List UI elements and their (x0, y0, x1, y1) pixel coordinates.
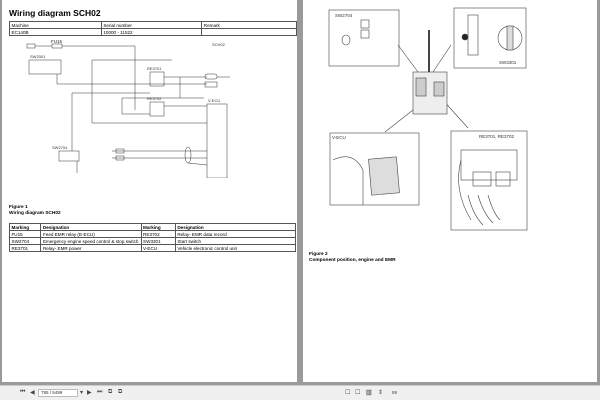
header-serial: Serial number (100, 21, 203, 29)
header: Designation (174, 223, 297, 231)
zoom-level[interactable]: 89 (392, 390, 398, 395)
label-re3701: RE3701 (147, 66, 162, 71)
header: Marking (8, 223, 42, 231)
last-page-icon[interactable]: ⏭ (97, 389, 103, 395)
cell-machine: EC140B (9, 28, 102, 36)
header-machine: Machine (9, 21, 102, 29)
label-fu15: FU15 (51, 39, 63, 44)
sheet-label: SCH02 (212, 42, 226, 47)
fit-width-icon[interactable]: ⇕ (378, 390, 384, 396)
header: Designation (40, 223, 142, 231)
cell: RE3701 (8, 244, 42, 252)
figure-number: Figure 2 (309, 252, 328, 257)
callout-sw2704: SW2704 (335, 13, 353, 18)
header: Marking (140, 223, 176, 231)
page-number-input[interactable]: 795 / 5499 (38, 389, 78, 397)
callout-sw3301: SW3301 (499, 60, 517, 65)
callout-re3701-re3702: RE3701, RE3702 (479, 134, 515, 139)
next-page-icon[interactable]: ▶ (87, 390, 92, 396)
label-sw3301: SW3301 (30, 54, 46, 59)
paste-icon[interactable]: ⧉ (118, 389, 123, 395)
cell-remark (201, 28, 297, 36)
label-sw2704: SW2704 (52, 145, 68, 150)
cell: Relay- EMR power (40, 244, 142, 252)
first-page-icon[interactable]: ⏮ (20, 389, 26, 395)
cell: RE3702 (140, 230, 176, 238)
page-title: Wiring diagram SCH02 (9, 8, 101, 18)
label-re3702: RE3702 (147, 96, 162, 101)
cell: Relay- EMR data record (174, 230, 297, 238)
cell: Feed EMR relay (E-ECU) (40, 230, 142, 238)
continuous-view-icon[interactable]: ☐ (355, 390, 361, 396)
document-page-right: SW2704 SW3301 V-ECU RE3701, RE3702 Figur… (303, 0, 597, 382)
copy-icon[interactable]: ⧉ (108, 389, 113, 395)
figure-text: Component position, engine and EMR (309, 257, 396, 263)
component-position-figure: SW2704 SW3301 V-ECU RE3701, RE3702 (328, 7, 528, 231)
cell: SW3301 (140, 237, 176, 245)
cell: Emergency engine speed control & stop sw… (40, 237, 142, 245)
callout-v-ecu: V-ECU (332, 135, 346, 140)
label-v-ecu: V-ECU (208, 98, 220, 103)
cell: Start switch (174, 237, 297, 245)
cell: Vehicle electronic control unit (174, 244, 297, 252)
figure-text: Wiring diagram SCH02 (9, 210, 61, 216)
facing-view-icon[interactable]: ▥ (366, 389, 372, 396)
figure-number: Figure 1 (9, 205, 28, 210)
wiring-diagram: FU15 SCH02 SW3301 RE3701 RE3702 V-ECU SW… (26, 39, 230, 178)
single-page-view-icon[interactable]: ☐ (345, 390, 351, 396)
cell: V-ECU (140, 244, 176, 252)
cell: SW2704 (8, 237, 42, 245)
previous-page-icon[interactable]: ◀ (30, 390, 35, 396)
cell: FU15 (8, 230, 42, 238)
header-remark: Remark (201, 21, 297, 29)
cell-serial: 10000 - 11522 (100, 28, 203, 36)
page-dropdown-icon[interactable]: ▾ (80, 390, 84, 396)
pdf-toolbar: ⏮ ◀ 795 / 5499 ▾ ▶ ⏭ ⧉ ⧉ ☐ ☐ ▥ ⇕ 89 (0, 385, 600, 400)
